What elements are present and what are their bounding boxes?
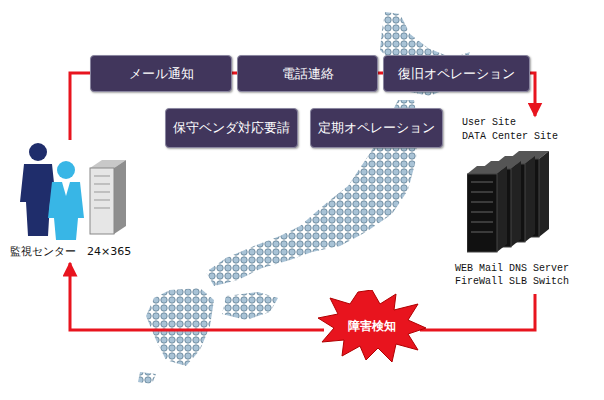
- server-front: [90, 168, 114, 234]
- equipment-label: WEB Mail DNS Server FireWall SLB Switch: [455, 262, 581, 288]
- server-slot: [94, 184, 110, 185]
- tower-right: [525, 156, 535, 242]
- box-label: 保守ベンダ対応要請: [173, 119, 290, 137]
- box-label: 電話連絡: [282, 65, 334, 83]
- server-side: [114, 160, 126, 234]
- server-slot: [94, 208, 110, 209]
- box-label: 定期オペレーション: [318, 119, 435, 137]
- burst-star: [318, 290, 426, 362]
- tower-slot: [471, 192, 493, 193]
- flow-connector: [70, 263, 324, 330]
- center-label: 監視センター 24×365: [10, 244, 131, 259]
- server-slot: [94, 200, 110, 201]
- flow-connector: [420, 294, 535, 330]
- operator-icon: [14, 140, 134, 240]
- site-label: User Site: [462, 116, 516, 129]
- tower-slot: [471, 232, 493, 233]
- tower-right: [511, 161, 521, 247]
- tower-slot: [471, 222, 493, 223]
- alert-label: 障害検知: [348, 318, 396, 335]
- site-label: DATA Center Site: [462, 130, 558, 143]
- server-tower: [467, 166, 507, 252]
- tower-right: [497, 166, 507, 252]
- process-box: メール通知: [90, 55, 232, 92]
- server-slot: [94, 192, 110, 193]
- process-box: 復旧オペレーション: [383, 55, 530, 92]
- tower-slot: [471, 212, 493, 213]
- tower-slot: [471, 182, 493, 183]
- tower-right: [539, 151, 549, 237]
- server-rack-icon: [467, 150, 567, 258]
- person-shirt: [62, 182, 70, 196]
- alert-burst: 障害検知: [318, 290, 426, 362]
- process-box: 電話連絡: [237, 55, 378, 92]
- person-head: [29, 143, 47, 161]
- box-label: メール通知: [129, 65, 194, 83]
- tower-front: [467, 174, 497, 252]
- server-site: User SiteDATA Center SiteWEB Mail DNS Se…: [455, 116, 597, 294]
- process-box: 保守ベンダ対応要請: [165, 108, 298, 148]
- monitoring-center: 監視センター 24×365: [10, 140, 165, 262]
- server-slot: [94, 176, 110, 177]
- tower-slot: [471, 202, 493, 203]
- process-box: 定期オペレーション: [310, 108, 443, 148]
- box-label: 復旧オペレーション: [398, 65, 515, 83]
- person-body: [48, 182, 84, 240]
- person-head: [57, 161, 75, 179]
